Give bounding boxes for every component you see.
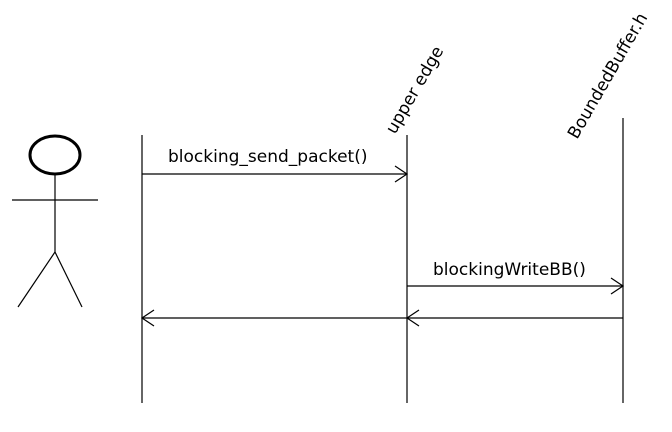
arrowhead-right-icon: [610, 277, 625, 295]
message-label-blocking-send-packet: blocking_send_packet(): [168, 147, 367, 167]
arrowhead-right-icon: [394, 165, 409, 183]
stick-figure-icon: [12, 134, 98, 308]
lifeline-title-bounded-buffer: BoundedBuffer.h: [564, 10, 652, 143]
message-label-blocking-write-bb: blockingWriteBB(): [433, 260, 586, 280]
lifeline-title-upper-edge: upper edge: [382, 43, 448, 138]
arrowhead-left-icon: [140, 309, 155, 327]
